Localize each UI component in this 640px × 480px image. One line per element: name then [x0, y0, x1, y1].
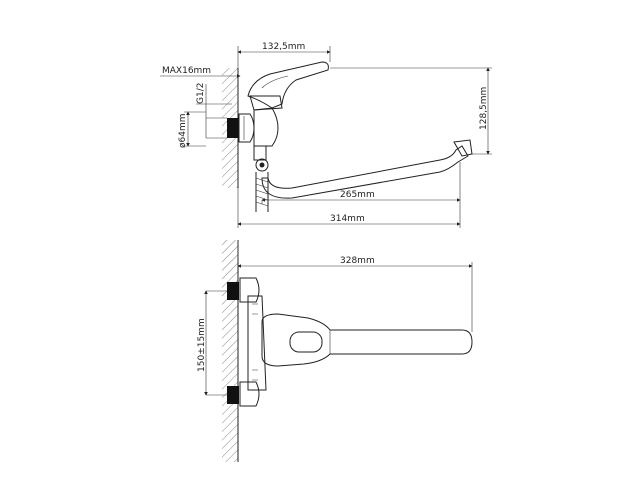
lever-window [289, 331, 323, 353]
dim-length: 328mm [340, 256, 375, 266]
top-view: 132,5mm MAX16mm G1/2 ø64mm 128,5mm 265mm… [160, 42, 492, 228]
connection-nut [238, 113, 255, 143]
hose-connector [255, 158, 269, 172]
front-view: 328mm 150±15mm [197, 240, 473, 462]
upper-inlet [227, 282, 239, 300]
dim-total-reach: 314mm [330, 214, 365, 224]
mixer-body [253, 107, 279, 147]
pipe-insert-top [227, 118, 239, 138]
shower-hose [255, 172, 269, 212]
dim-max-depth: MAX16mm [162, 66, 211, 76]
spout-front [261, 313, 473, 367]
dim-thread: G1/2 [196, 83, 206, 104]
dim-spout-reach: 265mm [340, 190, 375, 200]
lever-handle [247, 61, 329, 109]
dim-width-top: 132,5mm [262, 42, 305, 52]
lower-inlet [227, 386, 239, 404]
diverter [253, 145, 267, 161]
wall-hatch-bottom [222, 240, 238, 462]
dim-height: 128,5mm [479, 87, 489, 130]
spout [261, 145, 469, 199]
dim-diameter: ø64mm [178, 114, 188, 149]
mixer-body-front [247, 295, 267, 391]
dim-spacing: 150±15mm [197, 318, 207, 372]
